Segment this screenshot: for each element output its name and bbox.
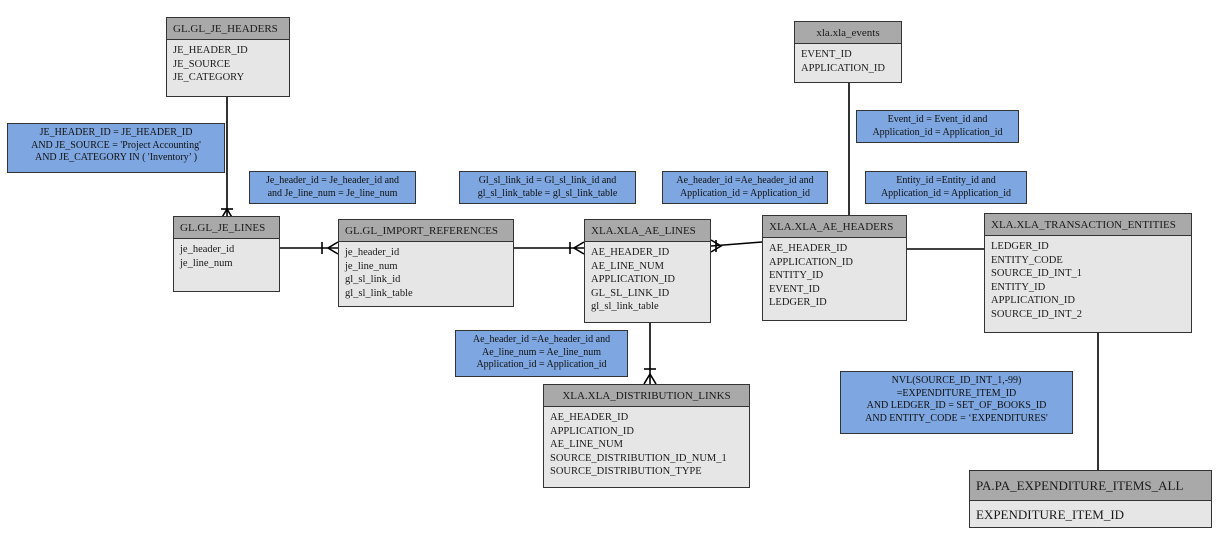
field: gl_sl_link_table [591,301,659,313]
field: EVENT_ID [769,283,820,295]
entity-title: GL.GL_JE_HEADERS [167,18,289,40]
field: je_line_num [345,260,398,272]
note-ae-header-join: Ae_header_id =Ae_header_id and Applicati… [662,171,828,204]
entity-xla-distribution-links[interactable]: XLA.XLA_DISTRIBUTION_LINKS AE_HEADER_ID … [543,384,750,488]
field: EVENT_ID [801,49,852,60]
note-line: and Je_line_num = Je_line_num [267,187,398,199]
field: AE_HEADER_ID [550,412,629,423]
field: gl_sl_link_id [345,274,401,286]
entity-fields: EVENT_ID APPLICATION_ID [795,44,901,79]
field: SOURCE_ID_INT_2 [991,308,1082,320]
field: APPLICATION_ID [591,274,675,286]
entity-gl-je-headers[interactable]: GL.GL_JE_HEADERS JE_HEADER_ID JE_SOURCE … [166,17,290,97]
entity-fields: je_header_id je_line_num gl_sl_link_id g… [339,242,513,304]
connector-je-lines-crowfoot [220,207,234,220]
note-line: Gl_sl_link_id = Gl_sl_link_id and [478,175,617,186]
entity-xla-events[interactable]: xla.xla_events EVENT_ID APPLICATION_ID [794,21,902,83]
note-line: Application_id = Application_id [880,187,1012,199]
field: SOURCE_DISTRIBUTION_ID_NUM_1 [550,452,727,464]
field: LEDGER_ID [769,297,827,309]
connector-dist-links-crowfoot [643,372,657,385]
field: APPLICATION_ID [991,295,1075,307]
field: JE_HEADER_ID [173,45,248,56]
entity-title: PA.PA_EXPENDITURE_ITEMS_ALL [970,471,1211,501]
note-line: Application_id = Application_id [872,126,1003,138]
note-line: AND JE_CATEGORY IN ( 'Inventory’ ) [34,152,198,163]
note-line: Je_header_id = Je_header_id and [265,175,400,186]
note-line: JE_HEADER_ID = JE_HEADER_ID [39,127,193,138]
field: SOURCE_ID_INT_1 [991,268,1082,280]
note-line: Ae_line_num = Ae_line_num [482,346,601,358]
field: gl_sl_link_table [345,287,413,299]
entity-title: XLA.XLA_DISTRIBUTION_LINKS [544,385,749,407]
field: ENTITY_CODE [991,254,1063,266]
entity-title: GL.GL_JE_LINES [174,217,279,239]
note-expenditure-join: NVL(SOURCE_ID_INT_1,-99) =EXPENDITURE_IT… [840,371,1073,434]
note-line: Ae_header_id =Ae_header_id and [676,175,814,186]
note-line: Application_id = Application_id [476,359,607,370]
field: JE_SOURCE [173,58,231,70]
entity-fields: EXPENDITURE_ITEM_ID [970,501,1211,529]
connector-ae-lines-crowfoot [572,241,585,255]
entity-fields: AE_HEADER_ID APPLICATION_ID ENTITY_ID EV… [763,238,906,314]
entity-fields: JE_HEADER_ID JE_SOURCE JE_CATEGORY [167,40,289,89]
note-event-join: Event_id = Event_id and Application_id =… [856,110,1019,143]
note-line: Entity_id =Entity_id and [896,175,996,186]
entity-xla-ae-headers[interactable]: XLA.XLA_AE_HEADERS AE_HEADER_ID APPLICAT… [762,215,907,321]
field: ENTITY_ID [769,270,824,282]
field: je_header_id [345,247,400,258]
connector-import-refs-crowfoot [326,241,339,255]
entity-fields: je_header_id je_line_num [174,239,279,274]
note-dist-links-join: Ae_header_id =Ae_header_id and Ae_line_n… [455,330,628,377]
entity-fields: LEDGER_ID ENTITY_CODE SOURCE_ID_INT_1 EN… [985,236,1191,326]
field: APPLICATION_ID [801,62,885,74]
entity-title: XLA.XLA_TRANSACTION_ENTITIES [985,214,1191,236]
entity-gl-je-lines[interactable]: GL.GL_JE_LINES je_header_id je_line_num [173,216,280,292]
note-line: gl_sl_link_table = gl_sl_link_table [477,187,618,199]
field: je_line_num [180,257,233,269]
field: EXPENDITURE_ITEM_ID [976,507,1125,522]
entity-pa-expenditure-items-all[interactable]: PA.PA_EXPENDITURE_ITEMS_ALL EXPENDITURE_… [969,470,1212,528]
entity-title: xla.xla_events [795,22,901,44]
note-line: Application_id = Application_id [679,187,811,199]
entity-fields: AE_HEADER_ID APPLICATION_ID AE_LINE_NUM … [544,407,749,483]
note-line: NVL(SOURCE_ID_INT_1,-99) [891,375,1022,386]
field: je_header_id [180,244,235,255]
entity-title: XLA.XLA_AE_HEADERS [763,216,906,238]
note-line: AND LEDGER_ID = SET_OF_BOOKS_ID [866,400,1047,411]
field: GL_SL_LINK_ID [591,287,670,299]
note-je-headers-join: JE_HEADER_ID = JE_HEADER_ID AND JE_SOURC… [7,123,225,173]
note-line: Event_id = Event_id and [887,114,988,125]
note-je-lines-join: Je_header_id = Je_header_id and and Je_l… [249,171,416,204]
field: ENTITY_ID [991,281,1046,293]
note-line: Ae_header_id =Ae_header_id and [472,334,611,345]
field: AE_HEADER_ID [769,243,848,254]
note-entity-join: Entity_id =Entity_id and Application_id … [865,171,1027,204]
entity-xla-ae-lines[interactable]: XLA.XLA_AE_LINES AE_HEADER_ID AE_LINE_NU… [584,219,711,323]
note-line: AND JE_SOURCE = 'Project Accounting' [31,139,201,151]
note-line: AND ENTITY_CODE = ‘EXPENDITURES' [865,412,1048,424]
field: AE_HEADER_ID [591,247,670,258]
field: JE_CATEGORY [173,72,245,84]
connector-ae-lines-right-crowfoot [710,239,723,253]
field: LEDGER_ID [991,241,1049,252]
field: SOURCE_DISTRIBUTION_TYPE [550,466,702,478]
entity-title: GL.GL_IMPORT_REFERENCES [339,220,513,242]
entity-fields: AE_HEADER_ID AE_LINE_NUM APPLICATION_ID … [585,242,710,318]
entity-title: XLA.XLA_AE_LINES [585,220,710,242]
field: APPLICATION_ID [769,256,853,268]
entity-xla-transaction-entities[interactable]: XLA.XLA_TRANSACTION_ENTITIES LEDGER_ID E… [984,213,1192,333]
entity-gl-import-references[interactable]: GL.GL_IMPORT_REFERENCES je_header_id je_… [338,219,514,307]
note-line: =EXPENDITURE_ITEM_ID [896,387,1017,399]
field: AE_LINE_NUM [591,260,664,272]
note-gl-sl-link-join: Gl_sl_link_id = Gl_sl_link_id and gl_sl_… [459,171,636,204]
field: APPLICATION_ID [550,425,634,437]
field: AE_LINE_NUM [550,439,623,451]
